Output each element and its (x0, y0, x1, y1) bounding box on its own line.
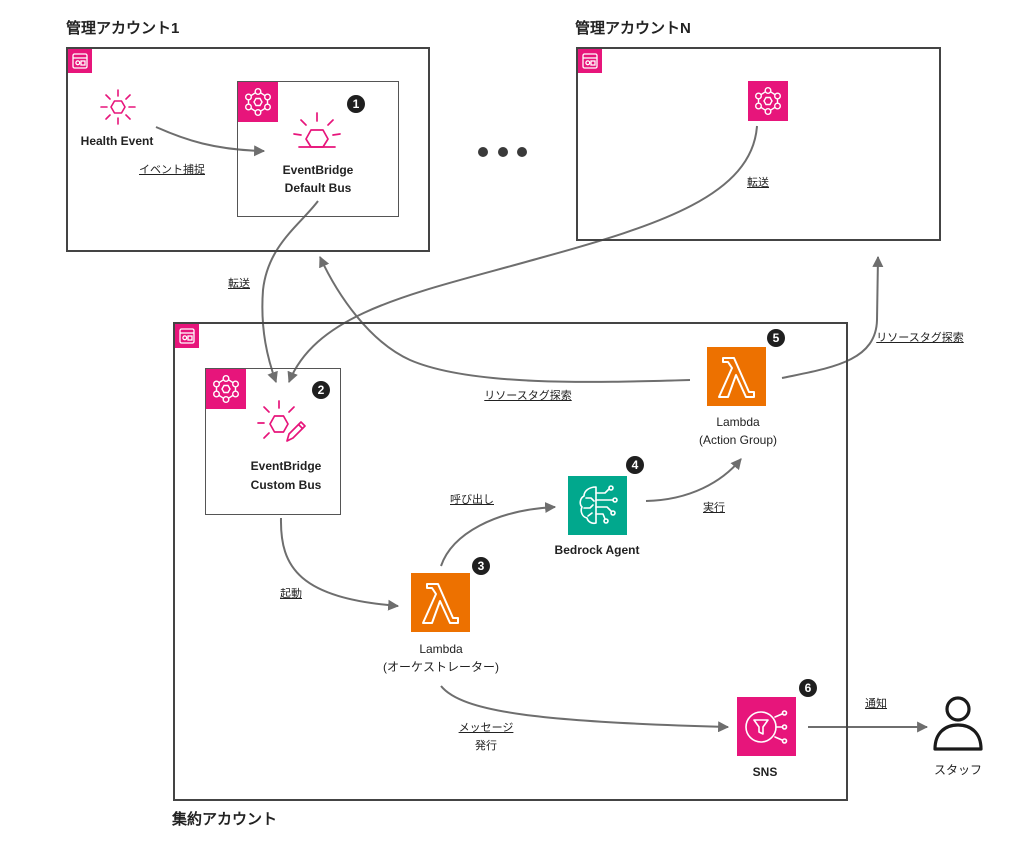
default-bus-box (237, 81, 399, 217)
eventbridge-event-icon (292, 110, 342, 154)
account-box-aggregation (173, 322, 848, 801)
step-badge-6: 6 (799, 679, 817, 697)
sns-label: SNS (752, 765, 778, 779)
eventbridge-icon (748, 81, 788, 121)
health-event-icon (99, 88, 137, 126)
eventbridge-icon (206, 369, 246, 409)
arrow-orchestrator-to-sns (440, 685, 730, 733)
arrow-account-n-to-custom-bus (287, 125, 758, 384)
person-icon (932, 694, 984, 752)
edge-label-invoke: 呼び出し (450, 494, 494, 506)
account-title-aggregation: 集約アカウント (172, 811, 278, 828)
step-badge-1: 1 (347, 95, 365, 113)
edge-label-tag-search-n: リソースタグ探索 (876, 332, 964, 344)
orchestrator-service-label: Lambda (419, 642, 463, 656)
custom-bus-box (205, 368, 341, 515)
action-group-name-label: (Action Group) (698, 433, 778, 447)
step-badge-5: 5 (767, 329, 785, 347)
step-badge-4: 4 (626, 456, 644, 474)
custom-bus-name-label: Custom Bus (250, 478, 322, 492)
account-box-management-1 (66, 47, 430, 252)
edge-label-execute: 実行 (703, 502, 725, 514)
bedrock-agent-label: Bedrock Agent (554, 543, 640, 557)
eventbridge-custom-bus-icon (257, 398, 307, 446)
edge-label-capture: イベント捕捉 (139, 164, 205, 176)
eventbridge-icon (238, 82, 278, 122)
edge-label-forward-1: 転送 (228, 278, 250, 290)
account-box-management-n (576, 47, 941, 241)
arrow-orchestrator-to-bedrock (440, 502, 557, 567)
step-badge-3: 3 (472, 557, 490, 575)
arrow-health-event-to-default-bus (155, 126, 266, 157)
lambda-icon (411, 573, 470, 632)
arrow-action-group-to-account-n (781, 255, 884, 379)
arrow-custom-bus-to-orchestrator (279, 517, 400, 611)
lambda-icon (707, 347, 766, 406)
edge-label-notify: 通知 (865, 698, 887, 710)
edge-label-tag-search-1: リソースタグ探索 (484, 390, 572, 402)
ellipsis-icon (476, 146, 530, 158)
account-group-icon (68, 49, 92, 73)
arrow-default-bus-to-custom-bus (261, 200, 319, 384)
account-title-management-n: 管理アカウントN (575, 20, 691, 37)
account-title-management-1: 管理アカウント1 (66, 20, 180, 37)
default-bus-service-label: EventBridge (282, 163, 354, 177)
action-group-service-label: Lambda (716, 415, 760, 429)
edge-label-trigger: 起動 (280, 588, 302, 600)
orchestrator-name-label: (オーケストレーター) (383, 660, 499, 674)
edge-label-publish-line-2: 発行 (475, 740, 497, 752)
sns-icon (737, 697, 796, 756)
account-group-icon (175, 324, 199, 348)
default-bus-name-label: Default Bus (284, 181, 352, 195)
staff-label: スタッフ (933, 763, 983, 777)
bedrock-icon (568, 476, 627, 535)
account-group-icon (578, 49, 602, 73)
edge-label-publish-line-1: メッセージ (458, 722, 514, 734)
step-badge-2: 2 (312, 381, 330, 399)
custom-bus-service-label: EventBridge (250, 459, 322, 473)
health-event-label: Health Event (80, 134, 154, 148)
arrow-action-group-to-account-1 (319, 256, 691, 383)
edge-label-forward-n: 転送 (747, 177, 769, 189)
arrow-bedrock-to-action-group (645, 458, 742, 502)
